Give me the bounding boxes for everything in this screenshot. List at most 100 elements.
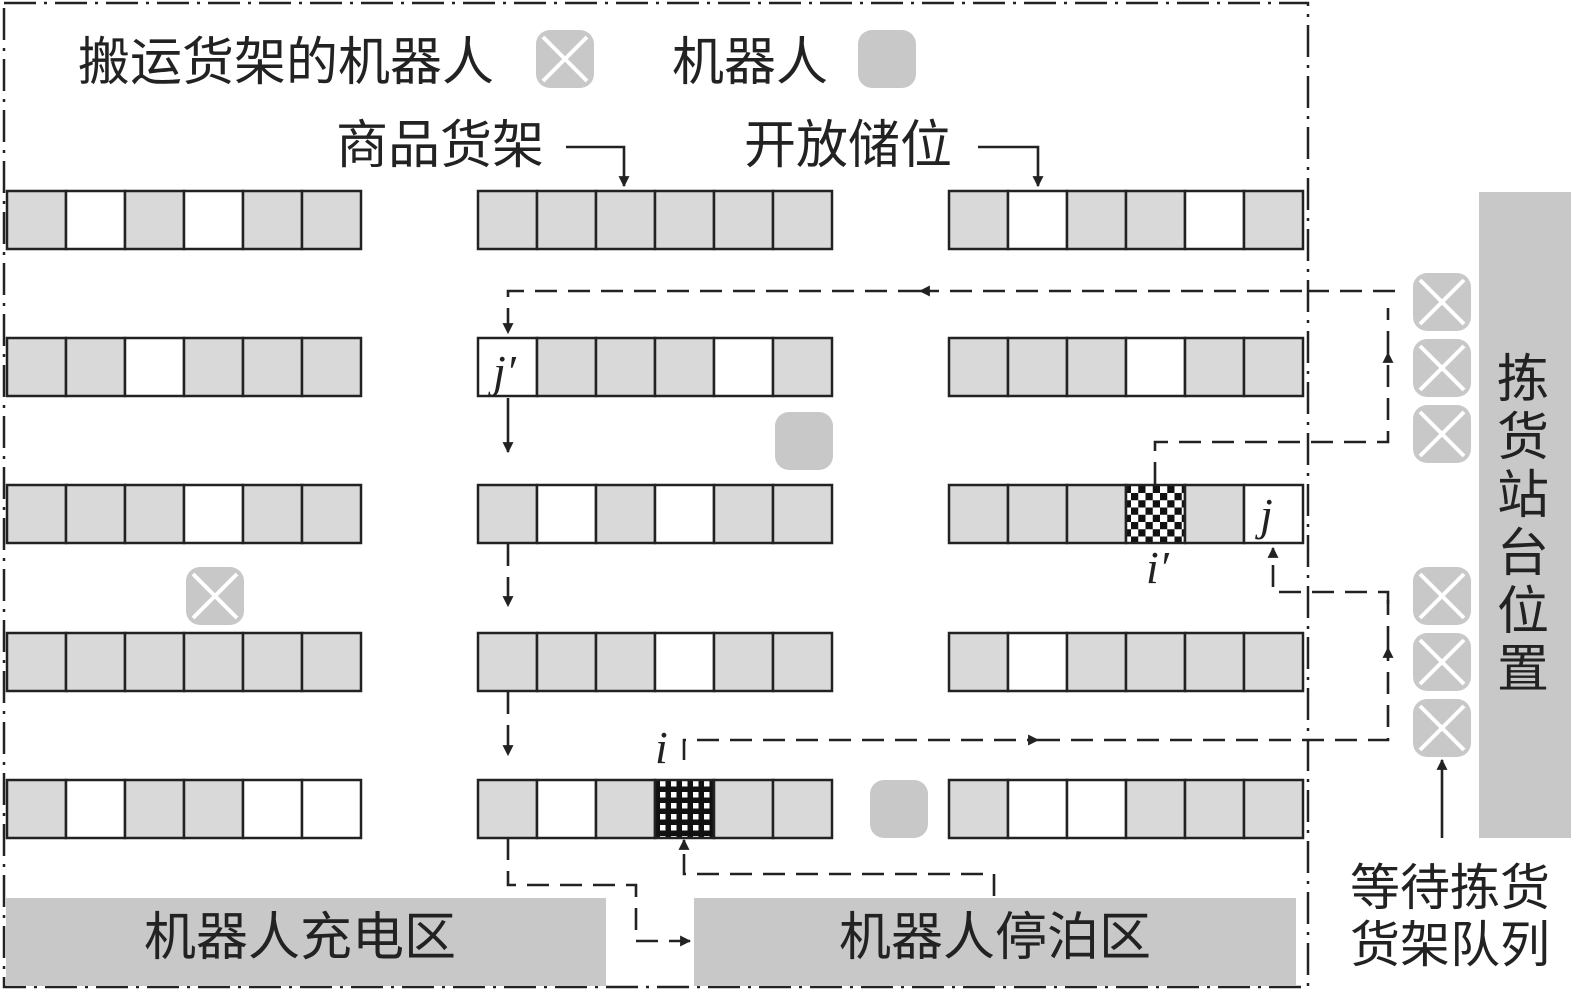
shelf-slot-occupied <box>123 483 186 545</box>
shelf-slot-open <box>1242 483 1305 545</box>
shelf-slot-open <box>182 189 245 251</box>
legend-robot-icon <box>858 30 916 88</box>
shelf-slot-open <box>712 336 775 398</box>
queue-robots <box>1413 273 1471 757</box>
shelf-slot-occupied <box>771 631 834 693</box>
shelf-slot-occupied <box>594 483 657 545</box>
path-parking-to-i <box>678 838 996 896</box>
shelf-slot-occupied <box>476 778 539 840</box>
shelf-slot-robot-position <box>1124 483 1187 545</box>
shelf-slot-occupied <box>300 483 363 545</box>
shelf-slot-occupied <box>5 483 68 545</box>
shelf-slot-occupied <box>771 189 834 251</box>
shelf-slot-robot-position <box>653 778 716 840</box>
shelf-slot-occupied <box>1183 631 1246 693</box>
station-char-2: 货 <box>1497 408 1549 468</box>
shelf-slot-open <box>123 336 186 398</box>
shelf-slot-occupied <box>182 778 245 840</box>
shelf-slot-occupied <box>5 778 68 840</box>
shelf-slot-occupied <box>5 189 68 251</box>
goods-shelf-pointer <box>566 145 630 188</box>
shelf-slot-occupied <box>771 778 834 840</box>
queued-robot-carrying-shelf <box>1413 567 1471 625</box>
shelf-slot-occupied <box>1242 189 1305 251</box>
shelf-slot-occupied <box>182 631 245 693</box>
shelf-slot-occupied <box>64 631 127 693</box>
picking-station <box>1479 192 1571 838</box>
station-char-1: 拣 <box>1497 350 1549 410</box>
shelf-slot-open <box>182 483 245 545</box>
shelf-slot-occupied <box>1242 778 1305 840</box>
shelf-slot-occupied <box>123 631 186 693</box>
path-iprime-to-station <box>1153 351 1394 484</box>
station-robot-carrying-shelf <box>1413 273 1471 331</box>
shelf-slot-occupied <box>300 336 363 398</box>
label-j: j <box>1255 489 1273 540</box>
shelf-slot-occupied <box>1124 631 1187 693</box>
shelf-slot-occupied <box>594 336 657 398</box>
shelf-slot-occupied <box>476 631 539 693</box>
charging-zone-label: 机器人充电区 <box>144 908 456 968</box>
shelf-slot-occupied <box>241 336 304 398</box>
path-queue-to-j <box>1267 546 1390 604</box>
shelf-slot-occupied <box>123 778 186 840</box>
parking-zone-label: 机器人停泊区 <box>839 908 1151 968</box>
shelf-slot-occupied <box>5 336 68 398</box>
shelf-slot-occupied <box>1065 631 1128 693</box>
queued-robot-carrying-shelf <box>1413 633 1471 691</box>
shelf-slot-occupied <box>64 483 127 545</box>
station-char-3: 站 <box>1497 466 1549 526</box>
shelf-slot-occupied <box>300 631 363 693</box>
label-i: i <box>655 722 668 773</box>
queue-label-line-2: 货架队列 <box>1350 916 1550 974</box>
shelf-slot-open <box>1006 631 1069 693</box>
shelf-slot-occupied <box>476 483 539 545</box>
shelf-slot-occupied <box>771 483 834 545</box>
shelf-slot-open <box>653 483 716 545</box>
warehouse-boundary <box>2 1 1310 989</box>
shelf-slot-open <box>300 778 363 840</box>
shelf-slot-open <box>535 483 598 545</box>
shelf-slot-occupied <box>947 336 1010 398</box>
shelf-slot-occupied <box>947 189 1010 251</box>
queued-robot-carrying-shelf <box>1413 699 1471 757</box>
shelf-slot-occupied <box>1065 189 1128 251</box>
shelf-slot-occupied <box>123 189 186 251</box>
shelf-slot-occupied <box>594 631 657 693</box>
label-i-prime: i′ <box>1146 542 1170 593</box>
robot-carrying-shelf-aisle <box>186 567 244 625</box>
goods-shelf-label: 商品货架 <box>336 116 544 176</box>
station-robot-carrying-shelf <box>1413 405 1471 463</box>
legend-carrying-robot-icon <box>536 30 594 88</box>
shelf-slot-occupied <box>476 189 539 251</box>
shelf-slot-occupied <box>535 189 598 251</box>
path-i-to-queue <box>1038 646 1394 742</box>
shelf-slot-open <box>64 189 127 251</box>
shelf-slot-occupied <box>1183 778 1246 840</box>
shelf-slot-open <box>1006 778 1069 840</box>
shelf-slot-occupied <box>1124 778 1187 840</box>
shelf-slot-occupied <box>1006 336 1069 398</box>
shelf-slot-occupied <box>535 336 598 398</box>
shelf-slot-occupied <box>1065 483 1128 545</box>
shelf-slot-occupied <box>594 778 657 840</box>
shelf-slot-open <box>241 778 304 840</box>
shelf-slot-open <box>653 631 716 693</box>
shelf-slot-open <box>1183 189 1246 251</box>
shelf-slot-occupied <box>1242 336 1305 398</box>
shelf-slot-occupied <box>653 189 716 251</box>
path-to-parking <box>506 838 692 947</box>
robot-idle-2 <box>870 780 928 838</box>
shelf-slot-occupied <box>241 483 304 545</box>
charging-zone <box>6 898 606 986</box>
flow-paths <box>502 285 1448 947</box>
shelf-slot-occupied <box>64 336 127 398</box>
shelf-grid <box>5 189 1305 840</box>
shelf-slot-occupied <box>241 189 304 251</box>
station-char-5: 位 <box>1497 582 1549 642</box>
shelf-slot-occupied <box>712 778 775 840</box>
shelf-slot-occupied <box>712 483 775 545</box>
station-char-6: 置 <box>1497 640 1549 700</box>
shelf-slot-occupied <box>594 189 657 251</box>
shelf-slot-occupied <box>947 483 1010 545</box>
